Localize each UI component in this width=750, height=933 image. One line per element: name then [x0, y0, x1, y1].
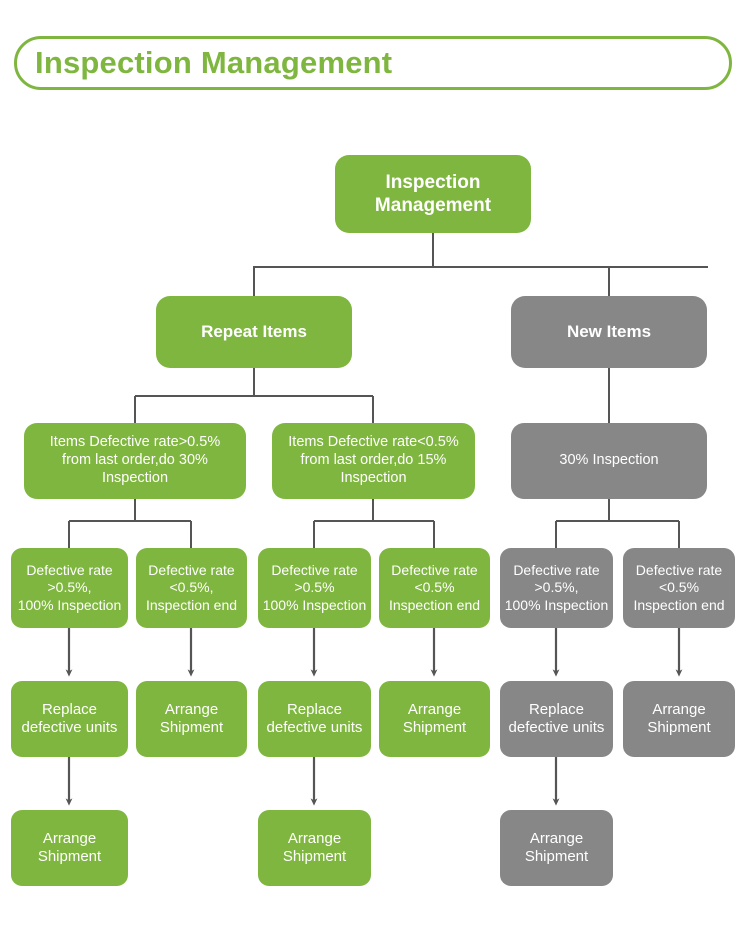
node-label: Arrange Shipment — [524, 829, 589, 865]
node-label: Defective rate >0.5%, 100% Inspection — [504, 562, 609, 613]
node-label: Replace defective units — [266, 700, 363, 736]
node-action-replace-5[interactable]: Replace defective units — [500, 681, 613, 757]
node-new-items-result-below[interactable]: Defective rate <0.5% Inspection end — [623, 548, 735, 628]
node-action-arrange-shipment-6[interactable]: Arrange Shipment — [623, 681, 735, 757]
node-label: Defective rate >0.5%, 100% Inspection — [17, 562, 122, 613]
node-repeat-high-result-below[interactable]: Defective rate <0.5%, Inspection end — [136, 548, 247, 628]
node-label: Replace defective units — [21, 700, 118, 736]
node-repeat-high-defect-rule[interactable]: Items Defective rate>0.5% from last orde… — [24, 423, 246, 499]
node-final-arrange-shipment-3[interactable]: Arrange Shipment — [258, 810, 371, 886]
node-label: Items Defective rate>0.5% from last orde… — [49, 434, 221, 486]
node-final-arrange-shipment-5[interactable]: Arrange Shipment — [500, 810, 613, 886]
node-label: Arrange Shipment — [647, 700, 711, 736]
node-action-replace-3[interactable]: Replace defective units — [258, 681, 371, 757]
page-title: Inspection Management — [35, 45, 393, 80]
node-label: Defective rate <0.5% Inspection end — [388, 562, 481, 613]
node-label: Inspection Management — [374, 171, 492, 216]
node-label: Repeat Items — [201, 321, 307, 341]
node-label: Arrange Shipment — [402, 700, 467, 736]
node-action-replace-1[interactable]: Replace defective units — [11, 681, 128, 757]
node-label: Defective rate <0.5% Inspection end — [633, 562, 725, 613]
node-new-items-30-percent-inspection[interactable]: 30% Inspection — [511, 423, 707, 499]
node-action-arrange-shipment-2[interactable]: Arrange Shipment — [136, 681, 247, 757]
node-label: Items Defective rate<0.5% from last orde… — [288, 434, 459, 486]
node-new-items-result-above[interactable]: Defective rate >0.5%, 100% Inspection — [500, 548, 613, 628]
node-final-arrange-shipment-1[interactable]: Arrange Shipment — [11, 810, 128, 886]
node-label: Defective rate >0.5% 100% Inspection — [262, 562, 367, 613]
node-label: Arrange Shipment — [159, 700, 224, 736]
node-new-items[interactable]: New Items — [511, 296, 707, 368]
page-header-banner: Inspection Management — [14, 36, 732, 90]
node-label: 30% Inspection — [559, 452, 659, 469]
node-repeat-items[interactable]: Repeat Items — [156, 296, 352, 368]
node-label: Arrange Shipment — [282, 829, 347, 865]
node-action-arrange-shipment-4[interactable]: Arrange Shipment — [379, 681, 490, 757]
node-repeat-low-result-above[interactable]: Defective rate >0.5% 100% Inspection — [258, 548, 371, 628]
node-repeat-high-result-above[interactable]: Defective rate >0.5%, 100% Inspection — [11, 548, 128, 628]
node-repeat-low-defect-rule[interactable]: Items Defective rate<0.5% from last orde… — [272, 423, 475, 499]
node-label: Arrange Shipment — [37, 829, 102, 865]
node-label: Replace defective units — [508, 700, 605, 736]
node-inspection-management-root[interactable]: Inspection Management — [335, 155, 531, 233]
node-repeat-low-result-below[interactable]: Defective rate <0.5% Inspection end — [379, 548, 490, 628]
node-label: Defective rate <0.5%, Inspection end — [145, 562, 238, 613]
node-label: New Items — [566, 321, 652, 341]
